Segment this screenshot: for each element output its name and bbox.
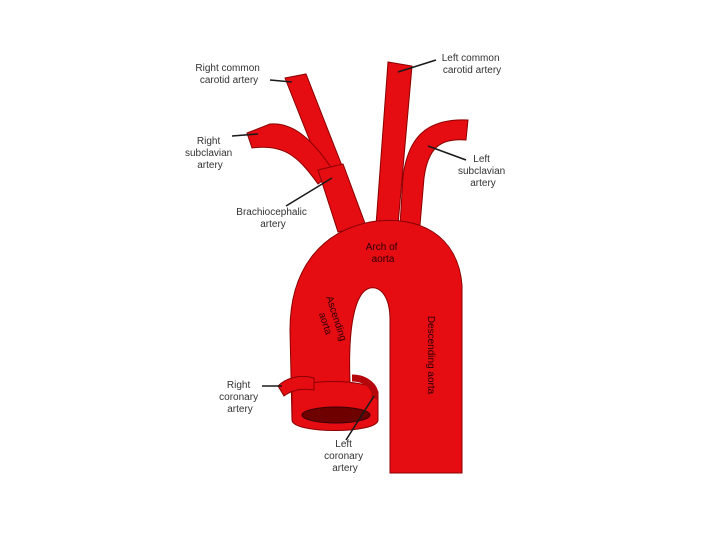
label-arch-of-aorta-line-1: Arch of [366,242,398,253]
label-right-subclavian-line-3: artery [197,160,223,171]
leader-lines [231,59,467,441]
label-right-common-carotid-line-1: Right common [195,63,259,74]
leader-right-common-carotid [269,79,293,83]
aortic-root-lumen [301,406,371,424]
label-descending-aorta-line-1: Descending aorta [425,316,436,395]
label-brachiocephalic-line-1: Brachiocephalic [236,207,307,218]
label-right-common-carotid-line-2: carotid artery [200,75,258,86]
label-arch-of-aorta-line-2: aorta [372,254,395,265]
aorta-vessels [246,61,469,474]
label-left-coronary-line-1: Left [335,439,352,450]
brachiocephalic-vessel [317,163,367,233]
leader-left-subclavian [427,145,467,161]
leader-left-common-carotid [397,59,437,73]
label-left-subclavian-line-3: artery [470,178,496,189]
label-right-coronary-line-1: Right [227,380,251,391]
label-left-subclavian-line-1: Left [473,154,490,165]
label-left-common-carotid: Left common carotid artery [442,53,503,76]
label-left-common-carotid-line-1: Left common [442,53,500,64]
label-left-coronary-line-2: coronary [324,451,363,462]
aortic-arch-vessel [289,219,463,474]
leader-right-subclavian [231,133,259,137]
label-right-coronary-line-3: artery [227,404,253,415]
label-left-coronary: Left coronary artery [324,439,366,474]
label-right-coronary: Right coronary artery [219,380,261,415]
leader-left-coronary [345,395,375,441]
label-left-common-carotid-line-2: carotid artery [443,65,501,76]
label-left-subclavian-line-2: subclavian [458,166,505,177]
right-coronary-vessel [277,375,315,397]
label-left-coronary-line-3: artery [332,463,358,474]
label-right-common-carotid: Right common carotid artery [195,63,262,86]
label-right-subclavian-line-1: Right [197,136,221,147]
label-brachiocephalic: Brachiocephalic artery [236,207,309,230]
label-arch-of-aorta: Arch of aorta [366,242,400,265]
label-right-subclavian: Right subclavian artery [185,136,235,171]
label-right-subclavian-line-2: subclavian [185,148,232,159]
leader-brachiocephalic [285,177,333,207]
label-left-subclavian: Left subclavian artery [458,154,508,189]
label-descending-aorta: Descending aorta [425,316,436,395]
label-right-coronary-line-2: coronary [219,392,258,403]
label-brachiocephalic-line-2: artery [260,219,286,230]
left-coronary-vessel [351,374,379,400]
